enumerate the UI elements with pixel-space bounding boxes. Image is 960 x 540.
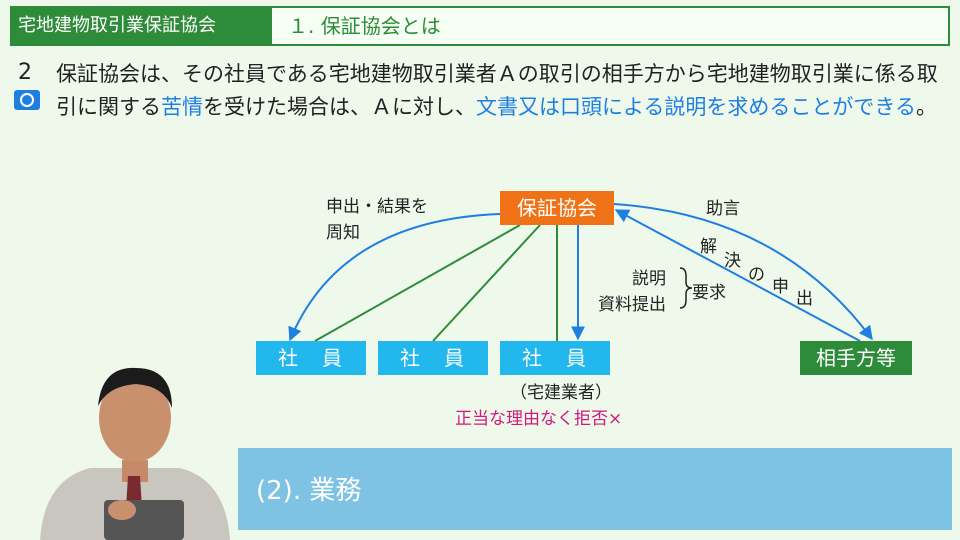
question-text: 保証協会は、その社員である宅地建物取引業者Ａの取引の相手方から宅地建物取引業に係… <box>56 58 946 124</box>
question-number: 2 <box>18 60 32 85</box>
category-label: 宅地建物取引業保証協会 <box>12 8 272 44</box>
request-label: 要求 <box>692 283 726 303</box>
banner-title: (2). 業務 <box>256 476 362 506</box>
section-banner: (2). 業務 <box>238 448 952 530</box>
member-box-1: 社 員 <box>256 341 366 375</box>
advice-arrow <box>613 203 873 341</box>
link-line-member2 <box>432 224 541 342</box>
keyword-explanation: 文書又は口頭による説明を求めることができる <box>476 95 916 119</box>
advice-label: 助言 <box>706 199 740 219</box>
refusal-note: 正当な理由なく拒否× <box>455 409 623 429</box>
member-box-3: 社 員 <box>500 341 610 375</box>
request-item-documents: 資料提出 <box>598 295 666 315</box>
question-segment: 。 <box>915 95 937 119</box>
association-box: 保証協会 <box>500 191 614 225</box>
notify-label-line1: 申出・結果を <box>326 197 428 217</box>
section-title: １. 保証協会とは <box>288 14 441 38</box>
link-line-member1 <box>314 224 521 342</box>
complaint-char: 決 <box>724 251 741 271</box>
complaint-char: 出 <box>796 289 813 309</box>
notify-label-line2: 周知 <box>326 223 360 243</box>
member-box-2: 社 員 <box>378 341 488 375</box>
header-bar: 宅地建物取引業保証協会 １. 保証協会とは <box>10 6 950 46</box>
member-note: （宅建業者） <box>510 383 612 403</box>
complaint-arrow <box>614 209 861 342</box>
question-segment: 保証協会は、その社員である宅地建物取引業者Ａの取引の相手方から宅地建物取引業に係… <box>56 62 938 119</box>
request-item-explanation: 説明 <box>632 269 666 289</box>
notify-arrow <box>288 213 501 342</box>
complaint-char: 解 <box>700 237 717 257</box>
complaint-char: の <box>748 265 765 285</box>
brace <box>679 267 693 309</box>
complaint-char: 申 <box>772 277 789 297</box>
presenter-video <box>40 367 230 540</box>
question-segment: を受けた場合は、Ａに対し、 <box>203 95 476 119</box>
counterparty-box: 相手方等 <box>800 341 912 375</box>
keyword-complaint: 苦情 <box>161 95 203 119</box>
correct-circle-icon <box>14 90 40 110</box>
